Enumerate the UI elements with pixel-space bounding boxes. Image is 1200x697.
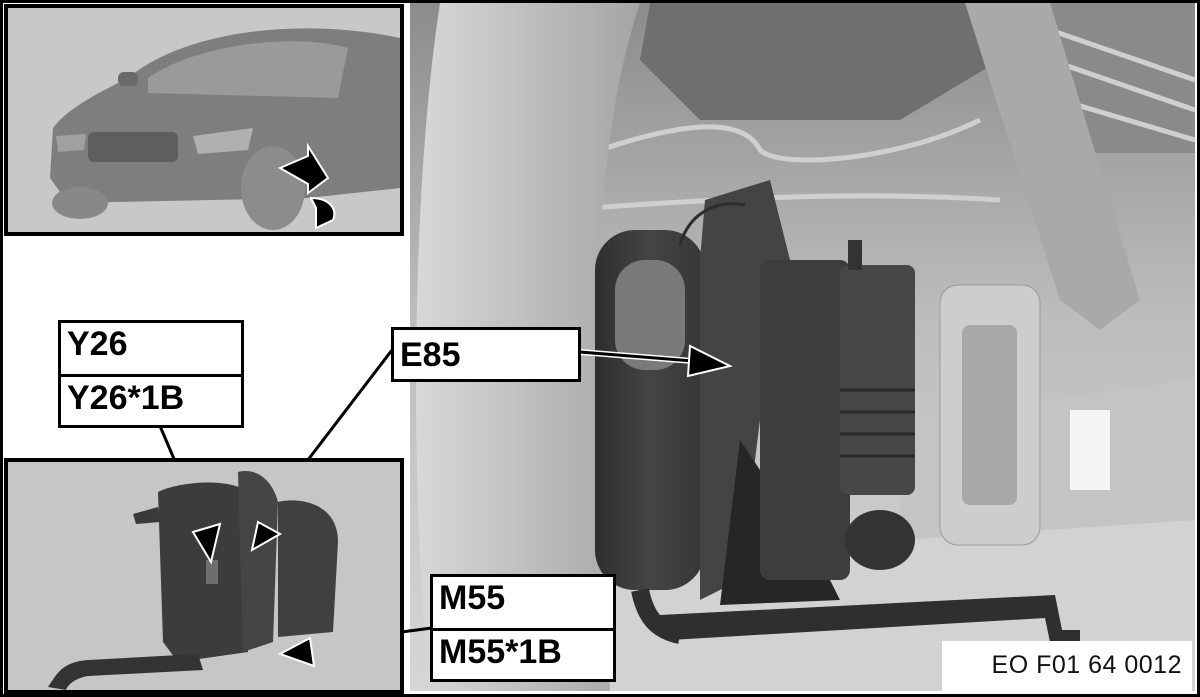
rotation-arrow-icon bbox=[277, 142, 336, 230]
callout-m55-connector: M55*1B bbox=[433, 628, 613, 679]
callout-m55: M55 M55*1B bbox=[430, 574, 616, 682]
inset-arrowheads bbox=[191, 520, 316, 668]
component-assembly bbox=[595, 180, 1080, 644]
vehicle-illustration bbox=[8, 8, 400, 232]
component-detail-inset bbox=[4, 458, 404, 694]
callout-y26-connector: Y26*1B bbox=[61, 374, 241, 425]
callout-y26: Y26 Y26*1B bbox=[58, 320, 244, 428]
callout-e85-part: E85 bbox=[400, 336, 461, 374]
component-detail-illustration bbox=[8, 462, 400, 690]
callout-m55-part: M55 bbox=[439, 579, 506, 617]
e85-pointer-arrow bbox=[579, 344, 733, 378]
callout-e85: E85 bbox=[391, 327, 581, 382]
figure-reference-code: EO F01 64 0012 bbox=[942, 641, 1192, 691]
callout-y26-part: Y26 bbox=[67, 325, 128, 363]
vehicle-inset bbox=[4, 4, 404, 236]
